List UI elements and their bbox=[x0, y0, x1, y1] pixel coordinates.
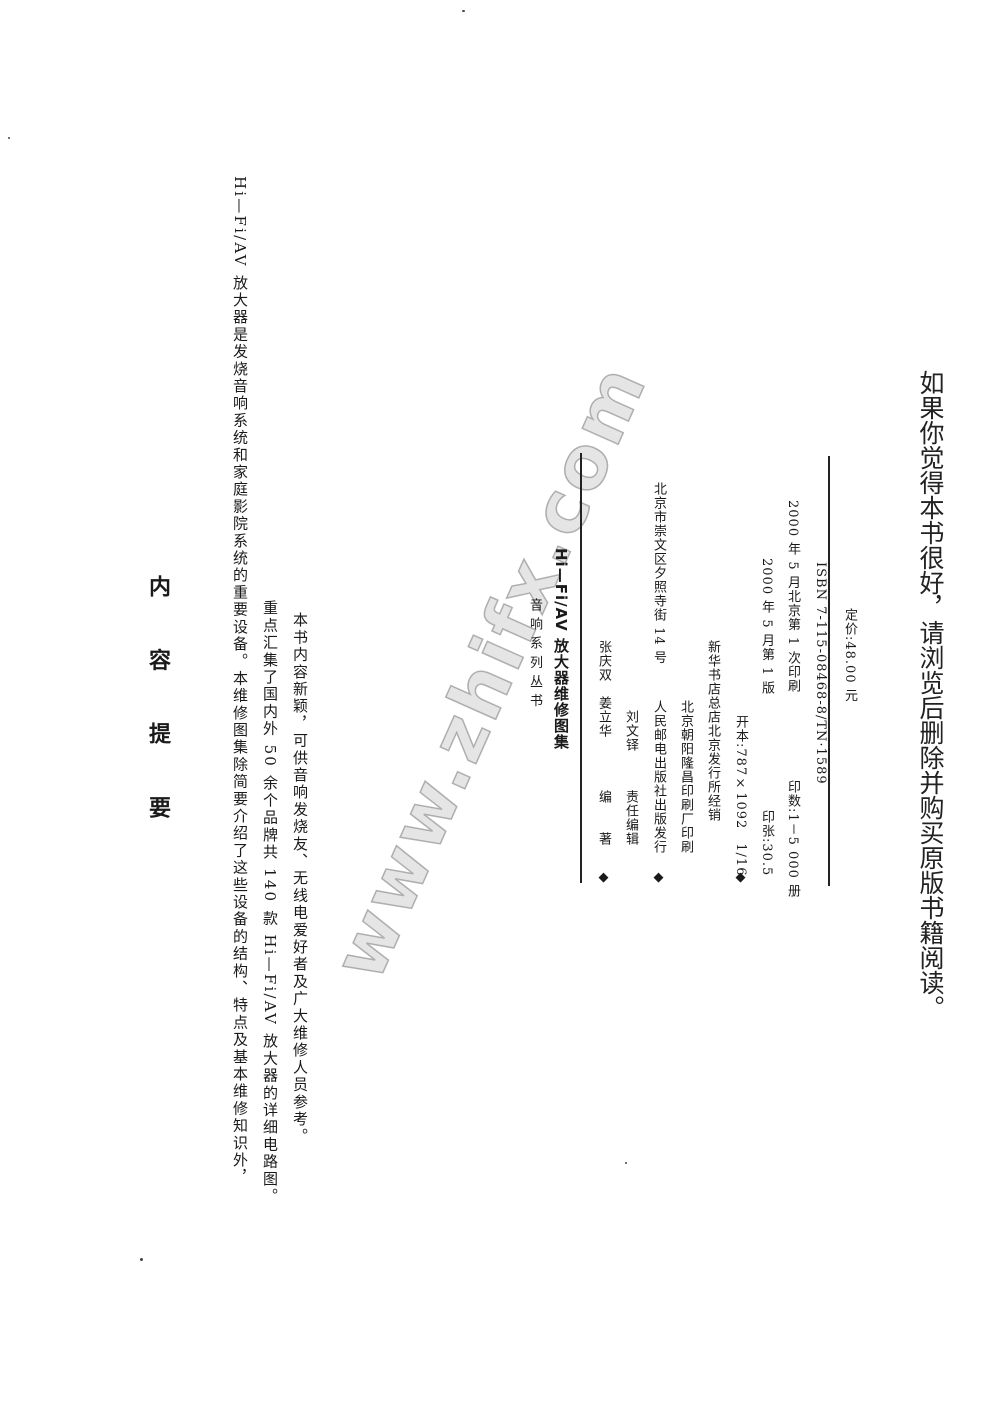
scan-speck bbox=[8, 137, 10, 139]
scan-speck bbox=[140, 1258, 143, 1261]
printer: 北京朝阳隆昌印刷厂印刷 bbox=[678, 700, 693, 854]
footer-note: 如果你觉得本书很好，请浏览后删除并购买原版书籍阅读。 bbox=[916, 370, 945, 1020]
price: 定价:48.00 元 bbox=[842, 608, 857, 703]
distributor: 新华书店总店北京发行所经销 bbox=[705, 640, 720, 822]
editors: 张庆双 姜立华 bbox=[596, 640, 611, 738]
publisher-address: 北京市崇文区夕照寺街 14 号 bbox=[651, 482, 666, 665]
summary-line-1: Hi—Fi/AV 放大器是发烧音响系统和家庭影院系统的重要设备。本维修图集除简要… bbox=[231, 175, 249, 1186]
bottom-rule bbox=[828, 456, 830, 886]
editors-label: 编 著 bbox=[596, 790, 611, 846]
scan-speck bbox=[462, 10, 465, 12]
series-name: 音 响 系 列 丛 书 bbox=[527, 598, 542, 708]
top-rule bbox=[580, 453, 582, 883]
responsible-editor-label: 责任编辑 bbox=[623, 790, 638, 846]
summary-line-3: 本书内容新颖，可供音响发烧友、无线电爱好者及广大维修人员参考。 bbox=[291, 612, 309, 1146]
printing: 2000 年 5 月北京第 1 次印刷 bbox=[785, 500, 800, 694]
publisher: 人民邮电出版社出版发行 bbox=[651, 700, 666, 854]
responsible-editor: 刘文铎 bbox=[623, 710, 638, 752]
isbn: ISBN 7-115-08468-8/TN·1589 bbox=[813, 562, 828, 785]
bullet-icon: ◆ bbox=[596, 870, 611, 885]
summary-line-2: 重点汇集了国内外 50 余个品牌共 140 款 Hi—Fi/AV 放大器的详细电… bbox=[261, 600, 279, 1205]
book-title: Hi—Fi/AV 放大器维修图集 bbox=[552, 548, 570, 750]
scan-speck bbox=[625, 1162, 627, 1164]
bullet-icon: ◆ bbox=[651, 870, 666, 885]
summary-title: 内 容 提 要 bbox=[145, 575, 170, 840]
edition: 2000 年 5 月第 1 版 bbox=[759, 558, 774, 696]
print-run: 印数:1－5 000 册 bbox=[785, 780, 800, 898]
bullet-icon: ◆ bbox=[733, 870, 748, 885]
sheets: 印张:30.5 bbox=[759, 810, 774, 877]
format: 开本:787×1092 1/16 bbox=[733, 715, 748, 877]
